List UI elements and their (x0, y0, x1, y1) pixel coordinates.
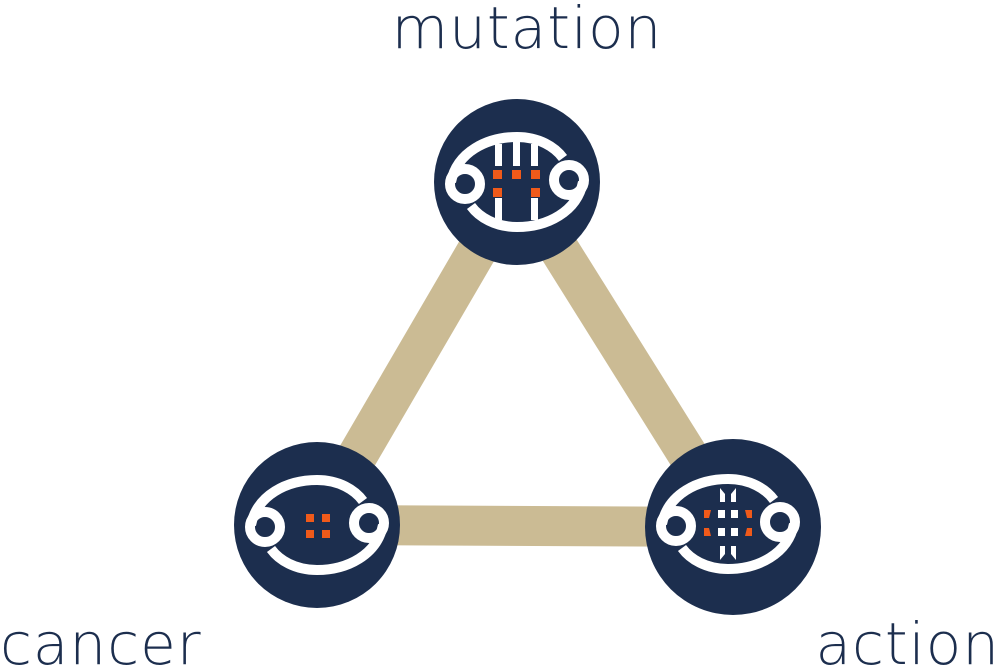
label-cancer: cancer (0, 610, 202, 669)
node-action (645, 439, 821, 615)
dna-mutation-icon (450, 137, 584, 227)
node-mutation (434, 99, 600, 265)
node-circle (434, 99, 600, 265)
label-action: action (815, 610, 1000, 669)
node-circle (234, 442, 400, 608)
dna-action-icon (661, 479, 795, 569)
node-cancer (234, 442, 400, 608)
label-mutation: mutation (392, 0, 663, 62)
dna-cancer-icon (250, 480, 384, 570)
